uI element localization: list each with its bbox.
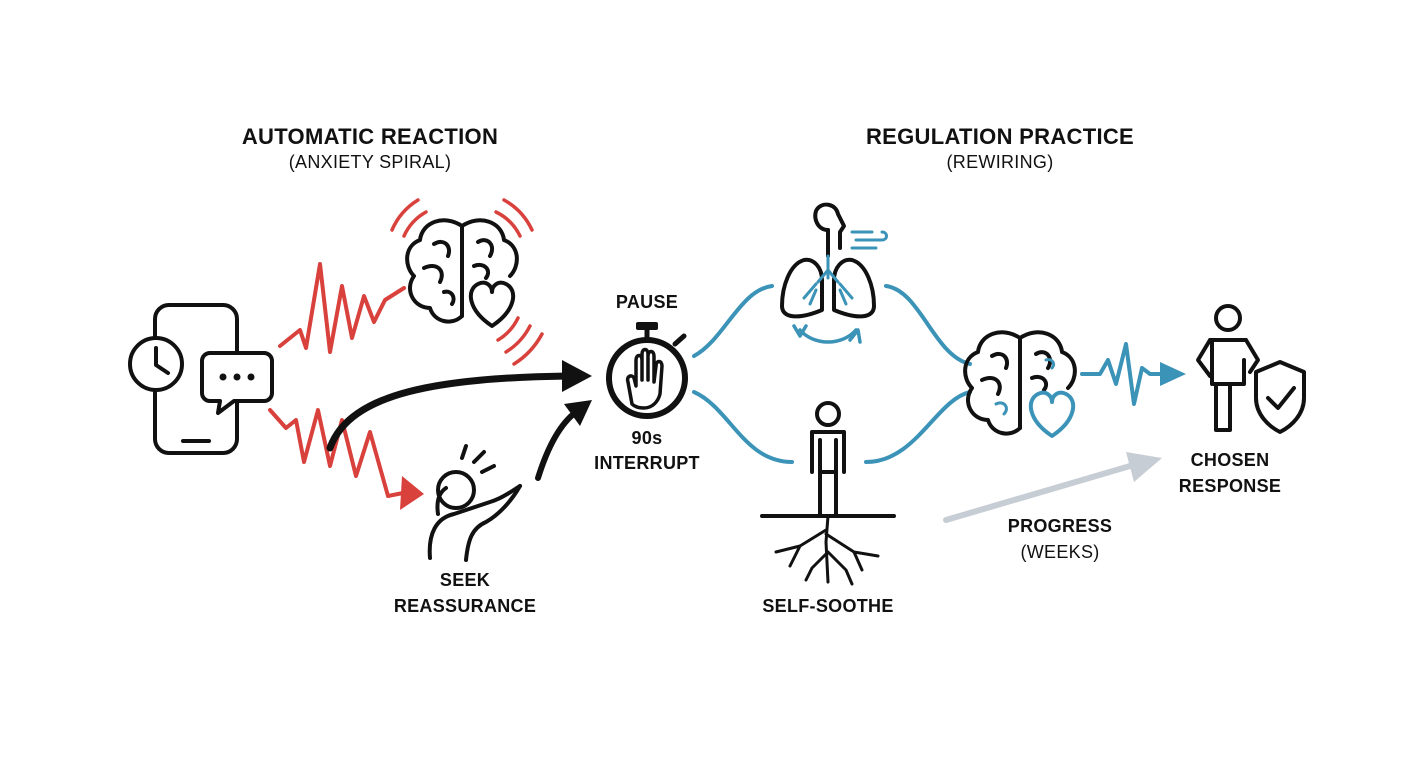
section-title-right: REGULATION PRACTICE [865, 124, 1135, 149]
response-label: RESPONSE [1178, 476, 1282, 496]
reaction-arrow-lower [535, 409, 579, 481]
section-title-left: AUTOMATIC REACTION [241, 124, 499, 149]
regulation-flow [692, 284, 972, 464]
progress-arrow [943, 463, 1133, 523]
anxiety-arrowhead [400, 476, 424, 510]
message-bubble-icon [200, 351, 274, 415]
brain-icon [405, 218, 519, 324]
reaction-arrow-upper [326, 372, 572, 452]
self-soothe-label: SELF-SOOTHE [762, 596, 894, 616]
stopwatch-hand-icon [606, 322, 688, 419]
heart-icon [1028, 390, 1076, 438]
regulated-brain-icon [963, 330, 1077, 436]
calm-heartbeat-arrowhead [1160, 362, 1186, 386]
progress-weeks-label: (WEEKS) [1020, 542, 1100, 562]
heart-icon [468, 280, 516, 328]
interrupt-duration: 90s [631, 428, 663, 448]
person-shield-icon [1196, 304, 1306, 434]
calm-heartbeat-line [1080, 342, 1164, 406]
seek-label: SEEK [439, 570, 491, 590]
rooted-person-icon [760, 401, 896, 586]
lungs-breath-icon [780, 202, 888, 344]
regulated-brain-accent [994, 358, 1056, 416]
anxiety-waves-icon [390, 198, 544, 366]
progress-arrowhead [1126, 452, 1162, 482]
clock-icon [128, 336, 184, 392]
reaction-arrowhead-lower [564, 400, 592, 426]
section-subtitle-left: (ANXIETY SPIRAL) [288, 152, 452, 172]
chosen-label: CHOSEN [1190, 450, 1270, 470]
interrupt-label: INTERRUPT [594, 453, 700, 473]
progress-label: PROGRESS [1007, 516, 1113, 536]
reaction-arrowhead-upper [562, 360, 592, 392]
reaching-person-icon [427, 444, 522, 562]
anxiety-zigzag-upper [278, 262, 406, 354]
reassurance-label: REASSURANCE [393, 596, 537, 616]
section-subtitle-right: (REWIRING) [946, 152, 1054, 172]
anxiety-zigzag-lower [268, 408, 410, 498]
pause-label: PAUSE [615, 292, 679, 312]
